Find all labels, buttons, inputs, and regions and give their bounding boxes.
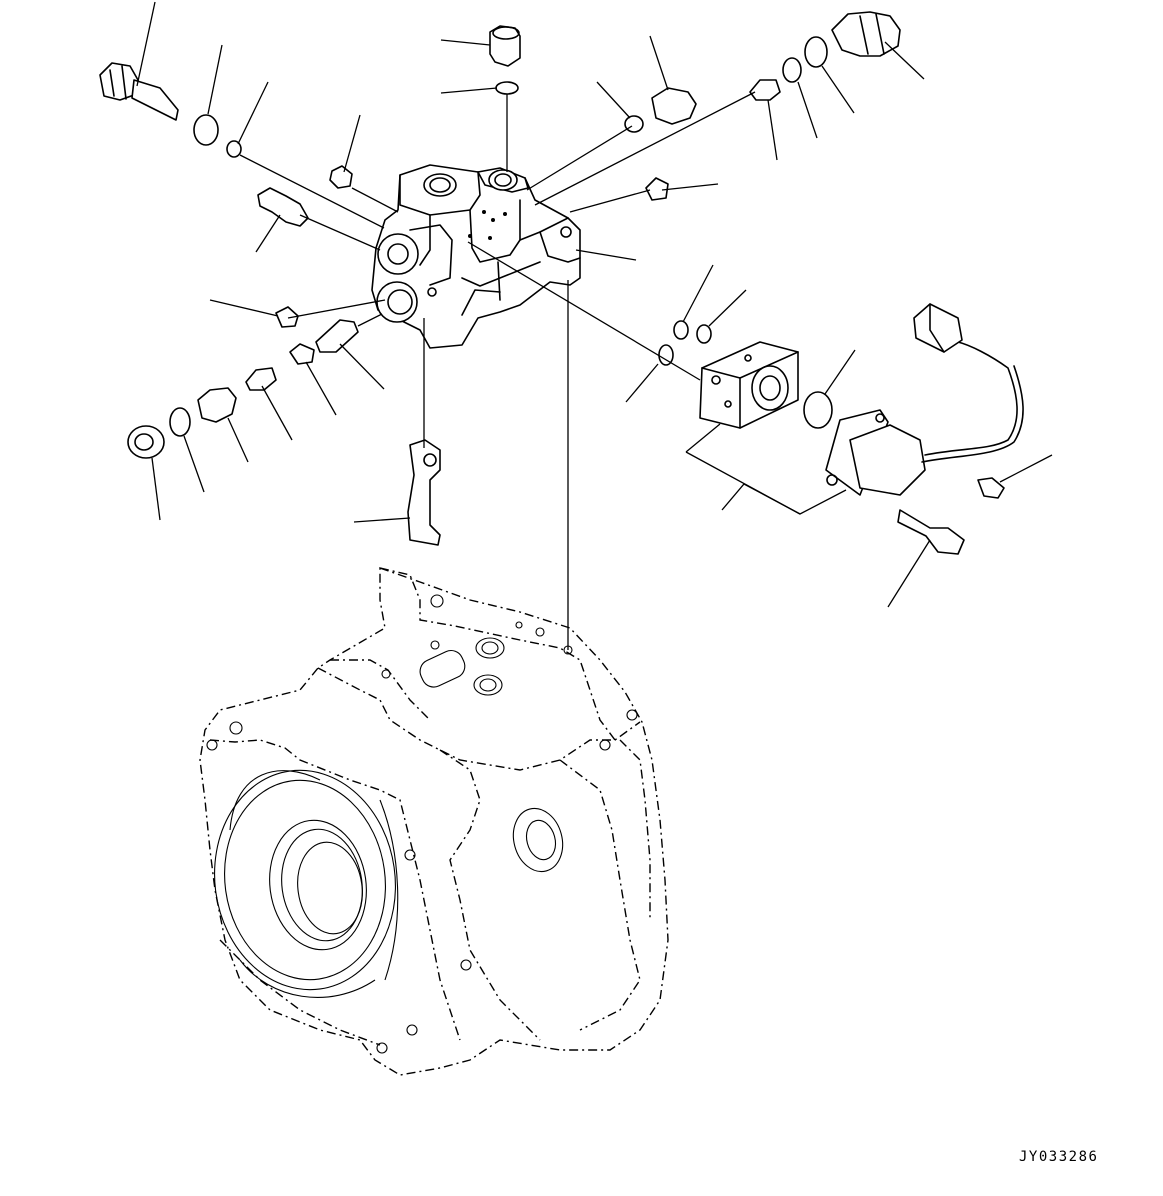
solenoid-wire	[924, 341, 1018, 456]
piston-sleeve	[315, 319, 359, 353]
screw-solenoid	[977, 477, 1005, 499]
plug-right-mid	[645, 177, 669, 201]
leader-lines	[136, 1, 1053, 650]
solenoid-connector	[913, 303, 963, 353]
solenoid-coil	[825, 409, 926, 496]
spring-left	[245, 367, 277, 391]
plug-left	[329, 165, 353, 189]
o-ring-2	[226, 140, 242, 158]
union-fitting-top-left	[99, 62, 179, 121]
o-ring-top	[495, 81, 519, 95]
pump-housing	[199, 567, 669, 1076]
plug-right-top	[651, 87, 697, 125]
plug-bottom-left	[127, 425, 165, 459]
plug-top	[489, 25, 521, 67]
o-ring-sol-2	[696, 324, 712, 344]
o-ring-right-3	[782, 57, 802, 83]
solenoid-block	[699, 341, 799, 429]
valve-body	[371, 164, 581, 349]
o-ring-right-1	[624, 115, 644, 133]
o-ring-left	[169, 407, 191, 437]
drawing-code: JY033286	[1019, 1149, 1099, 1165]
plug-small-left	[275, 306, 299, 328]
bolt-solenoid	[897, 509, 965, 555]
o-ring-sol-1	[673, 320, 689, 340]
connector-top-right	[831, 11, 901, 57]
o-ring-sol-big	[803, 391, 833, 429]
o-ring-right-2	[804, 36, 828, 68]
pin-left	[289, 343, 315, 365]
o-ring-1	[193, 114, 219, 146]
spool-left	[197, 387, 237, 423]
check-valve-left	[257, 187, 309, 227]
spring-right-top	[749, 79, 781, 101]
